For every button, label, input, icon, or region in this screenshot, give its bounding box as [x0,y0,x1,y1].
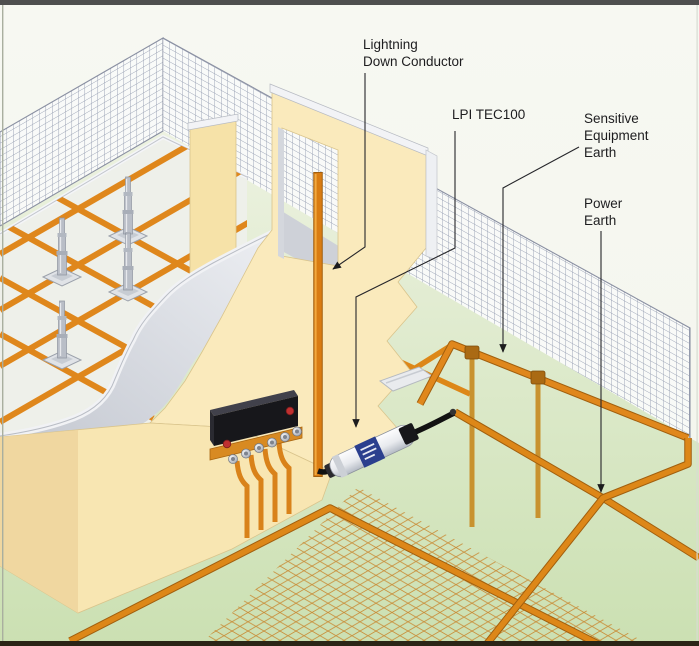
wall-right-end-cap [425,149,438,261]
rod-clamp [464,345,480,360]
callout-leaders [332,73,605,493]
earth-bar-assembly [209,390,303,538]
buried-earth-mesh [200,487,650,645]
callout-labels: Lightning Down Conductor LPI TEC100 Sens… [363,37,649,228]
label-sensitive-line2: Equipment [584,128,649,143]
terminal-bolts [228,426,302,464]
earth-rod-2 [530,370,546,518]
tec100-device [317,408,457,478]
earth-bar-end-face [210,410,214,446]
equipment-earth-run [416,340,690,442]
label-sensitive-line3: Earth [584,145,616,160]
earth-rod-1 [464,345,480,527]
leader-lightning-down-conductor [332,73,366,270]
label-power-line2: Earth [584,213,616,228]
wall-lower-front [0,422,333,614]
doorway-frame [278,127,284,259]
leader-sensitive-equipment-earth [499,146,580,353]
lightning-down-conductor [313,172,323,477]
device-collar [331,454,348,478]
earth-bar-body [214,396,298,446]
leader-lpi-tec100 [352,131,456,428]
earth-bar-top-face [210,390,298,416]
label-device: LPI TEC100 [452,107,525,122]
label-lightning-line1: Lightning [363,37,418,52]
ramp [0,230,274,448]
rod-clamp [530,370,546,385]
label-lightning-line2: Down Conductor [363,54,464,69]
cable-lug [449,408,457,416]
label-power-line1: Power [584,196,623,211]
label-sensitive-line1: Sensitive [584,111,639,126]
insulator-red-2 [285,406,295,416]
ground-conductor-network [68,408,699,646]
wall-lower-left-face [0,430,78,613]
device-right-connector [398,423,419,445]
insulator-red-1 [222,439,232,449]
earth-bar-mount-plate [209,426,303,461]
building-wall [0,83,438,614]
earth-bar-droppers [234,442,292,538]
